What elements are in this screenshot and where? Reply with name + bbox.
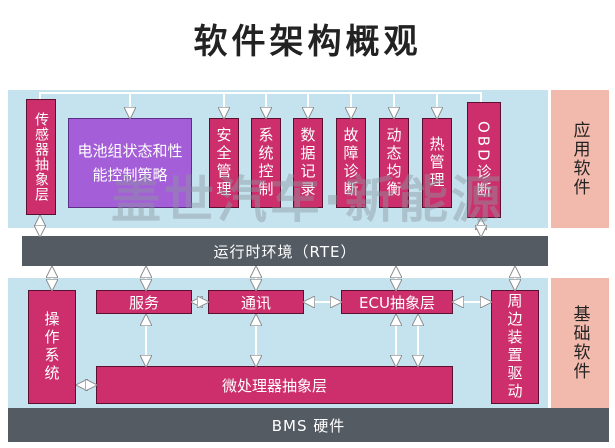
bms-hardware-bar: BMS 硬件 xyxy=(8,408,609,442)
side-label-app: 应用软件 xyxy=(551,90,609,228)
data-recording: 数据记录 xyxy=(293,118,323,208)
sensor-abstraction-layer: 传感器抽象层 xyxy=(26,99,56,215)
service-module: 服务 xyxy=(96,290,192,314)
side-label-base: 基础软件 xyxy=(551,278,609,408)
rte-bar: 运行时环境（RTE） xyxy=(22,236,548,266)
safety-management: 安全管理 xyxy=(209,118,239,208)
fault-diagnosis: 故障诊断 xyxy=(336,118,366,208)
peripheral-driver: 周边装置驱动 xyxy=(491,290,539,404)
page-title: 软件架构概观 xyxy=(193,22,422,62)
obd-diagnosis: OBD诊断 xyxy=(467,102,501,218)
battery-control-strategy: 电池组状态和性能控制策略 xyxy=(68,118,192,208)
communication-module: 通讯 xyxy=(208,290,304,314)
operating-system: 操作系统 xyxy=(28,290,76,404)
mcu-abstraction-layer: 微处理器抽象层 xyxy=(96,366,453,404)
dynamic-balancing: 动态均衡 xyxy=(379,118,409,208)
top-bus-line xyxy=(39,92,482,102)
